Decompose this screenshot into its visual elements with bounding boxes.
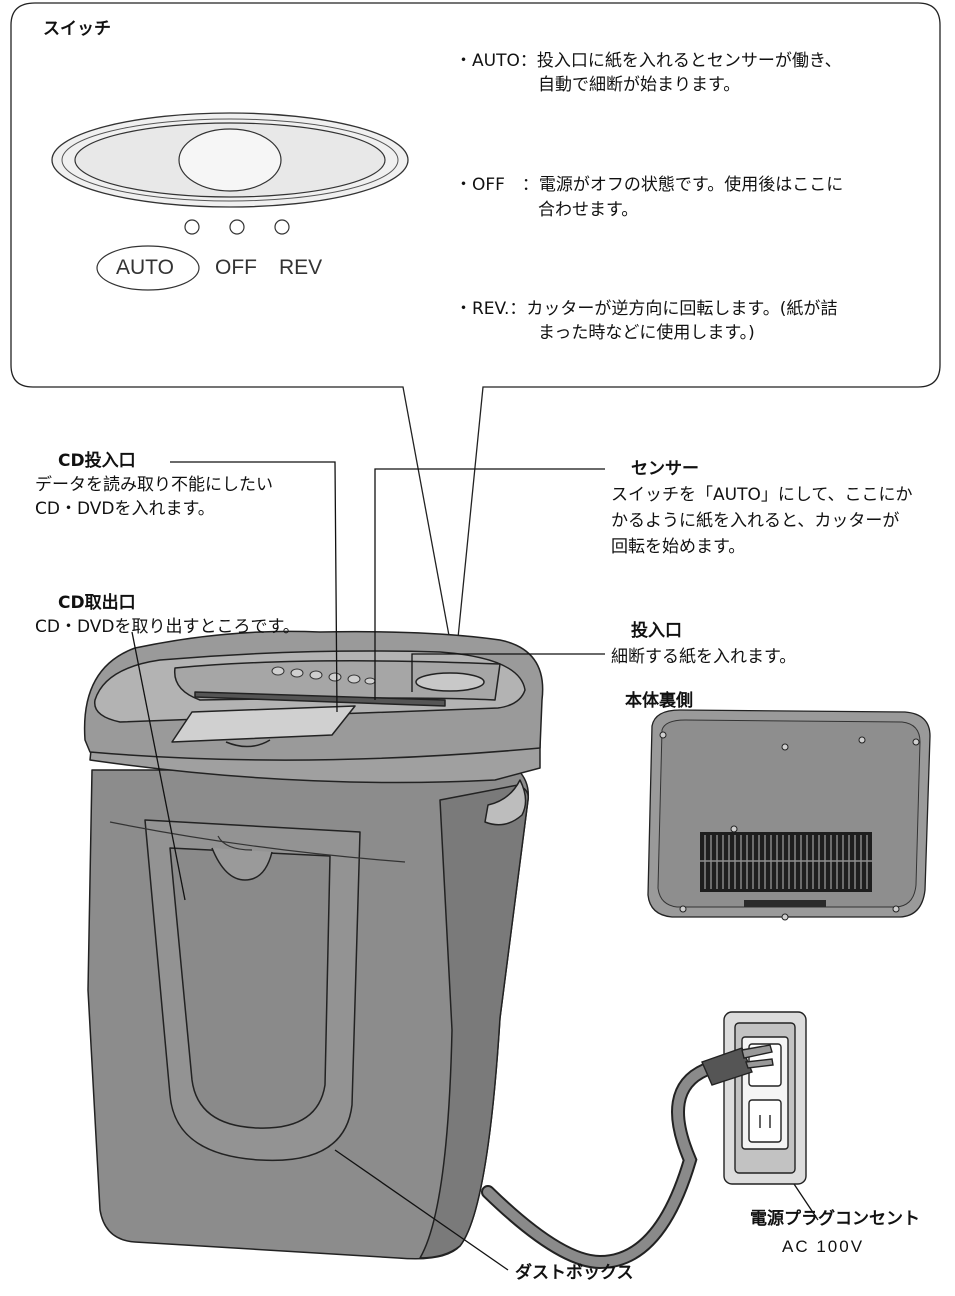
rev-desc-line1: ・REV.：カッターが逆方向に回転します。(紙が詰 bbox=[455, 299, 838, 319]
indicator-off bbox=[229, 219, 245, 235]
cd-insert-title: CD投入口 bbox=[58, 451, 136, 471]
cd-insert-desc-2: CD・DVDを入れます。 bbox=[35, 499, 215, 519]
cd-eject-desc: CD・DVDを取り出すところです。 bbox=[35, 617, 300, 637]
outlet-title: 電源プラグコンセント bbox=[750, 1209, 920, 1229]
sensor-desc-2: かるように紙を入れると、カッターが bbox=[611, 511, 900, 531]
indicator-auto bbox=[184, 219, 200, 235]
power-cord bbox=[481, 1063, 712, 1270]
mode-label-rev: REV bbox=[279, 256, 323, 279]
paper-slot-desc: 細断する紙を入れます。 bbox=[611, 647, 797, 667]
wall-outlet-illustration bbox=[723, 1011, 807, 1185]
rev-desc-line2: まった時などに使用します。) bbox=[538, 323, 755, 343]
outlet-spec: AC 100V bbox=[782, 1237, 865, 1256]
off-desc-line1: ・OFF ：電源がオフの状態です。使用後はここに bbox=[455, 175, 844, 195]
cd-insert-desc-1: データを読み取り不能にしたい bbox=[35, 475, 273, 495]
switch-callout-balloon bbox=[10, 2, 941, 669]
bottom-view-illustration bbox=[647, 709, 931, 921]
bottom-view-title: 本体裏側 bbox=[625, 691, 693, 711]
switch-dial-illustration bbox=[51, 112, 409, 208]
indicator-rev bbox=[274, 219, 290, 235]
switch-title: スイッチ bbox=[43, 19, 111, 39]
mode-label-auto: AUTO bbox=[116, 256, 174, 279]
auto-desc-line1: ・AUTO：投入口に紙を入れるとセンサーが働き、 bbox=[455, 51, 842, 71]
mode-label-off: OFF bbox=[215, 256, 257, 279]
leader-lines bbox=[131, 461, 819, 1271]
sensor-desc-1: スイッチを「AUTO」にして、ここにか bbox=[611, 485, 913, 505]
power-plug bbox=[701, 1044, 774, 1086]
sensor-title: センサー bbox=[631, 459, 699, 479]
off-desc-line2: 合わせます。 bbox=[538, 200, 639, 220]
paper-slot-title: 投入口 bbox=[631, 621, 682, 641]
sensor-desc-3: 回転を始めます。 bbox=[611, 537, 746, 557]
cd-eject-title: CD取出口 bbox=[58, 593, 136, 613]
shredder-body bbox=[83, 630, 544, 1260]
auto-selected-ring bbox=[96, 245, 200, 291]
dustbox-title: ダストボックス bbox=[515, 1263, 634, 1283]
auto-desc-line2: 自動で細断が始まります。 bbox=[538, 75, 741, 95]
